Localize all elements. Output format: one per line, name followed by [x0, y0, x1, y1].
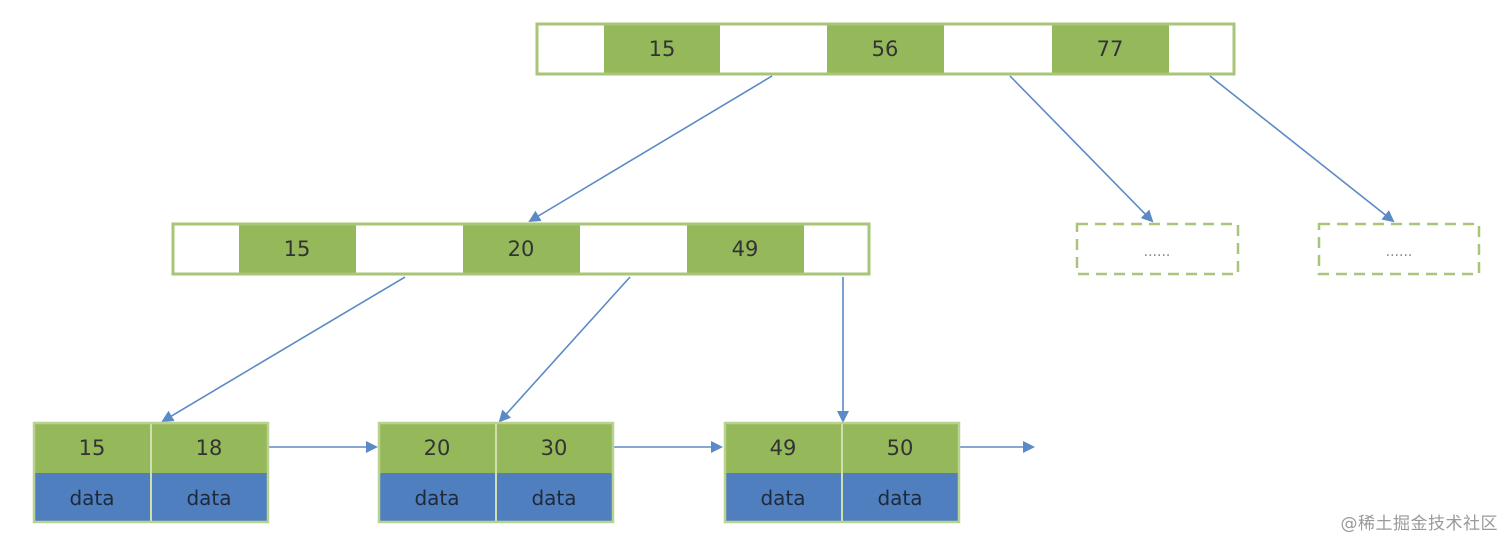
watermark: @稀土掘金技术社区: [1340, 514, 1498, 534]
internal-key-2: 20: [508, 237, 535, 261]
leaf-3-key-cell-2: [842, 423, 959, 473]
internal-pointer-cell-1: [173, 224, 239, 274]
placeholder-node-1-label: ......: [1144, 244, 1171, 260]
root-key-cell-2: [827, 24, 944, 74]
leaf-1-border: [32, 421, 270, 524]
root-pointer-cell-2: [720, 24, 827, 74]
root-key-cell-3: [1052, 24, 1169, 74]
root-node-border: [535, 22, 1236, 76]
internal-pointer-cell-3: [580, 224, 687, 274]
placeholder-node-2: ......: [1317, 222, 1481, 276]
leaf-2-key-cell-1: [379, 423, 496, 473]
root-node: 15 56 77: [535, 22, 1236, 76]
internal-pointer-cell-2: [356, 224, 463, 274]
leaf-2-border: [377, 421, 615, 524]
leaf-3-border: [723, 421, 961, 524]
root-key-3: 77: [1097, 37, 1124, 61]
internal-key-cell-2: [463, 224, 580, 274]
placeholder-node-2-label: ......: [1386, 244, 1413, 260]
internal-pointer-cell-4: [804, 224, 869, 274]
root-pointer-cell-1: [537, 24, 604, 74]
leaf-3-key-1: 49: [770, 436, 797, 460]
leaf-1-key-cell-2: [151, 423, 268, 473]
leaf-1-key-1: 15: [79, 436, 106, 460]
leaf-1-key-cell-1: [34, 423, 151, 473]
edge-root-to-placeholder-2: [1209, 75, 1395, 223]
leaf-1-data-cell-2: [151, 473, 268, 522]
leaf-1-key-2: 18: [196, 436, 223, 460]
root-key-1: 15: [649, 37, 676, 61]
internal-key-cell-1: [239, 224, 356, 274]
leaf-3-data-cell-1: [725, 473, 842, 522]
leaf-node-2: 20 30 data data: [377, 421, 615, 524]
leaf-3-key-2: 50: [887, 436, 914, 460]
placeholder-node-1: ......: [1075, 222, 1240, 276]
leaf-3-data-cell-2: [842, 473, 959, 522]
leaf-2-data-cell-1: [379, 473, 496, 522]
leaf-node-3: 49 50 data data: [723, 421, 961, 524]
leaf-1-data-cell-1: [34, 473, 151, 522]
edge-internal-to-leaf-2: [498, 276, 631, 423]
edge-root-to-placeholder-1: [1009, 75, 1154, 223]
leaf-2-key-1: 20: [424, 436, 451, 460]
root-pointer-cell-4: [1169, 24, 1234, 74]
internal-key-1: 15: [284, 237, 311, 261]
root-key-cell-1: [604, 24, 720, 74]
leaf-2-key-2: 30: [541, 436, 568, 460]
leaf-2-data-cell-2: [496, 473, 613, 522]
leaf-2-data-1: data: [414, 486, 459, 510]
leaf-3-key-cell-1: [725, 423, 842, 473]
edge-internal-to-leaf-1: [161, 276, 406, 423]
leaf-node-1: 15 18 data data: [32, 421, 270, 524]
edge-root-to-internal: [528, 75, 773, 223]
leaf-1-data-2: data: [186, 486, 231, 510]
internal-key-cell-3: [687, 224, 804, 274]
leaf-1-data-1: data: [69, 486, 114, 510]
internal-key-3: 49: [732, 237, 759, 261]
placeholder-node-1-border: [1075, 222, 1240, 276]
leaf-3-data-1: data: [760, 486, 805, 510]
internal-node: 15 20 49: [171, 222, 871, 276]
placeholder-node-2-border: [1317, 222, 1481, 276]
internal-node-border: [171, 222, 871, 276]
root-key-2: 56: [872, 37, 899, 61]
leaf-2-data-2: data: [531, 486, 576, 510]
root-pointer-cell-3: [944, 24, 1052, 74]
leaf-2-key-cell-2: [496, 423, 613, 473]
leaf-3-data-2: data: [877, 486, 922, 510]
